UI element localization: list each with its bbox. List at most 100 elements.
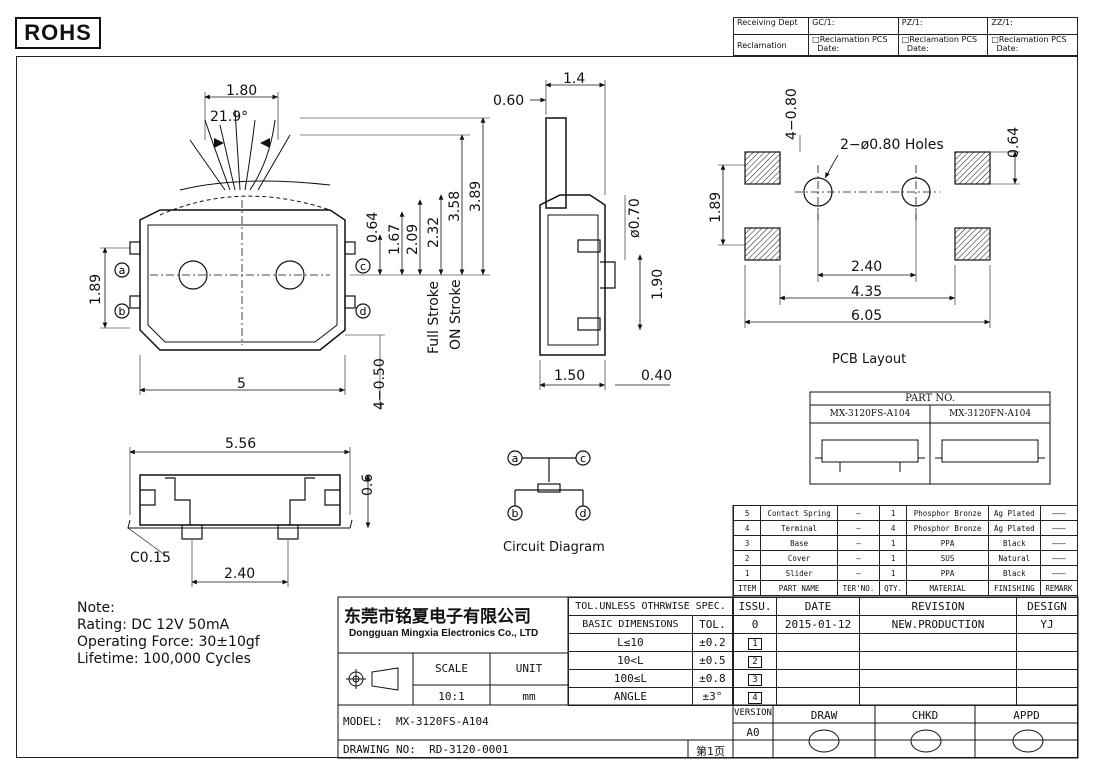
drawing-label: DRAWING NO:: [343, 743, 416, 756]
scale-value: 10:1: [438, 690, 465, 703]
model-row: MODEL: MX-3120FS-A104: [343, 715, 489, 728]
model-label: MODEL:: [343, 715, 383, 728]
receiving-dept-table: Receiving Dept GC/1: PZ/1: ZZ/1: Reclama…: [732, 17, 1078, 56]
reclamation-gc: □Reclamation PCS Date:: [808, 34, 899, 56]
dim-angle: 21.9°: [210, 109, 248, 125]
bom-cell-5: Black: [987, 535, 1041, 551]
company-en: Dongguan Mingxia Electronics Co., LTD: [349, 628, 539, 639]
pin-d-top: d: [360, 305, 367, 318]
rev-mark-2: 2: [733, 651, 777, 670]
pin-b-circuit: b: [512, 507, 519, 520]
bom-cell-3: 1: [878, 565, 908, 581]
bom-cell-1: Slider: [760, 565, 838, 581]
pcb-0-64: 0.64: [1006, 127, 1022, 158]
bom-cell-3: 1: [878, 505, 908, 521]
bom-cell-3: 1: [878, 550, 908, 566]
tol-row-3-val: ±0.8: [691, 669, 734, 688]
bot-5-56: 5.56: [225, 436, 256, 452]
rev-mark-3: 3: [733, 669, 777, 688]
full-stroke-label: Full Stroke: [426, 281, 442, 354]
bom-cell-4: PPA: [906, 565, 989, 581]
bom-header-4: MATERIAL: [906, 580, 989, 596]
pin-d-circuit: d: [580, 507, 587, 520]
part-no-illustrations: [809, 391, 1051, 485]
bom-cell-5: Ag Plated: [987, 520, 1041, 536]
bom-cell-3: 1: [878, 535, 908, 551]
part-no-fn: MX-3120FN-A104: [948, 409, 1032, 419]
drawing-value: RD-3120-0001: [429, 743, 509, 756]
note-force: Operating Force: 30±10gf: [77, 634, 260, 650]
dim-1-67: 1.67: [387, 224, 403, 255]
rev-revision: NEW.PRODUCTION: [859, 615, 1017, 634]
pin-c-top: c: [360, 260, 366, 273]
bom-header-5: FINISHING: [987, 580, 1041, 596]
part-no-fs: MX-3120FS-A104: [829, 409, 911, 419]
bom-cell-1: Base: [760, 535, 838, 551]
circuit-diagram: [507, 450, 591, 521]
version-value: A0: [746, 726, 760, 739]
bom-header-2: TER'NO.: [836, 580, 881, 596]
note-rating: Rating: DC 12V 50mA: [77, 617, 230, 633]
rev-design: YJ: [1016, 615, 1078, 634]
bom-cell-5: Natural: [987, 550, 1041, 566]
appd-label: APPD: [1013, 709, 1040, 722]
side-1-90: 1.90: [650, 269, 666, 300]
bom-header-6: REMARK: [1039, 580, 1079, 596]
bom-cell-0: 5: [732, 505, 762, 521]
reclamation-zz: □Reclamation PCS Date:: [987, 34, 1078, 56]
pcb-4-080: 4−0.80: [784, 88, 800, 140]
bom-cell-4: Phosphor Bronze: [906, 505, 989, 521]
tol-row-2-val: ±0.5: [691, 651, 734, 670]
bom-header-3: QTY.: [878, 580, 908, 596]
bom-cell-4: SUS: [906, 550, 989, 566]
bom-cell-1: Cover: [760, 550, 838, 566]
side-0-60: 0.60: [493, 93, 524, 109]
pcb-1-89: 1.89: [708, 192, 724, 223]
bom-cell-4: Phosphor Bronze: [906, 520, 989, 536]
page-number: 第1页: [696, 745, 725, 758]
bom-cell-0: 4: [732, 520, 762, 536]
pin-a-top: a: [119, 264, 126, 277]
model-value: MX-3120FS-A104: [396, 715, 489, 728]
rev-h-revision: REVISION: [859, 597, 1017, 616]
reclamation-pz: □Reclamation PCS Date:: [897, 34, 989, 56]
bom-cell-5: Black: [987, 565, 1041, 581]
bottom-view: [127, 447, 371, 587]
bot-2-40: 2.40: [224, 566, 255, 582]
pin-b-top: b: [119, 305, 126, 318]
revision-table: ISSU. DATE REVISION DESIGN 0 2015-01-12 …: [733, 597, 1078, 706]
bom-cell-2: —: [836, 550, 881, 566]
dim-2-09: 2.09: [405, 224, 421, 255]
note-title: Note:: [77, 600, 115, 616]
side-phi: ø0.70: [627, 198, 643, 238]
pcb-layout: [718, 135, 1020, 328]
top-view: [100, 92, 490, 408]
bom-header-1: PART NAME: [760, 580, 838, 596]
bom-cell-1: Contact Spring: [760, 505, 838, 521]
tol-row-1-dim: L≤10: [568, 633, 693, 652]
bom-cell-1: Terminal: [760, 520, 838, 536]
bom-cell-2: —: [836, 535, 881, 551]
rev-h-design: DESIGN: [1016, 597, 1078, 616]
dim-4-050: 4−0.50: [372, 358, 388, 410]
tol-row-2-dim: 10<L: [568, 651, 693, 670]
bom-cell-6: ———: [1039, 505, 1079, 521]
rev-h-issu: ISSU.: [733, 597, 777, 616]
rev-mark-4: 4: [733, 687, 777, 706]
bot-0-6: 0.6: [360, 474, 376, 496]
dim-2-32: 2.32: [426, 217, 442, 248]
pin-c-circuit: c: [580, 452, 586, 465]
dim-1-89-top: 1.89: [88, 274, 104, 305]
note-lifetime: Lifetime: 100,000 Cycles: [77, 651, 251, 667]
dim-0-64: 0.64: [365, 212, 381, 243]
bom-cell-0: 3: [732, 535, 762, 551]
on-stroke-label: ON Stroke: [448, 279, 464, 350]
bom-cell-2: —: [836, 520, 881, 536]
bom-cell-3: 4: [878, 520, 908, 536]
rev-h-date: DATE: [776, 597, 860, 616]
